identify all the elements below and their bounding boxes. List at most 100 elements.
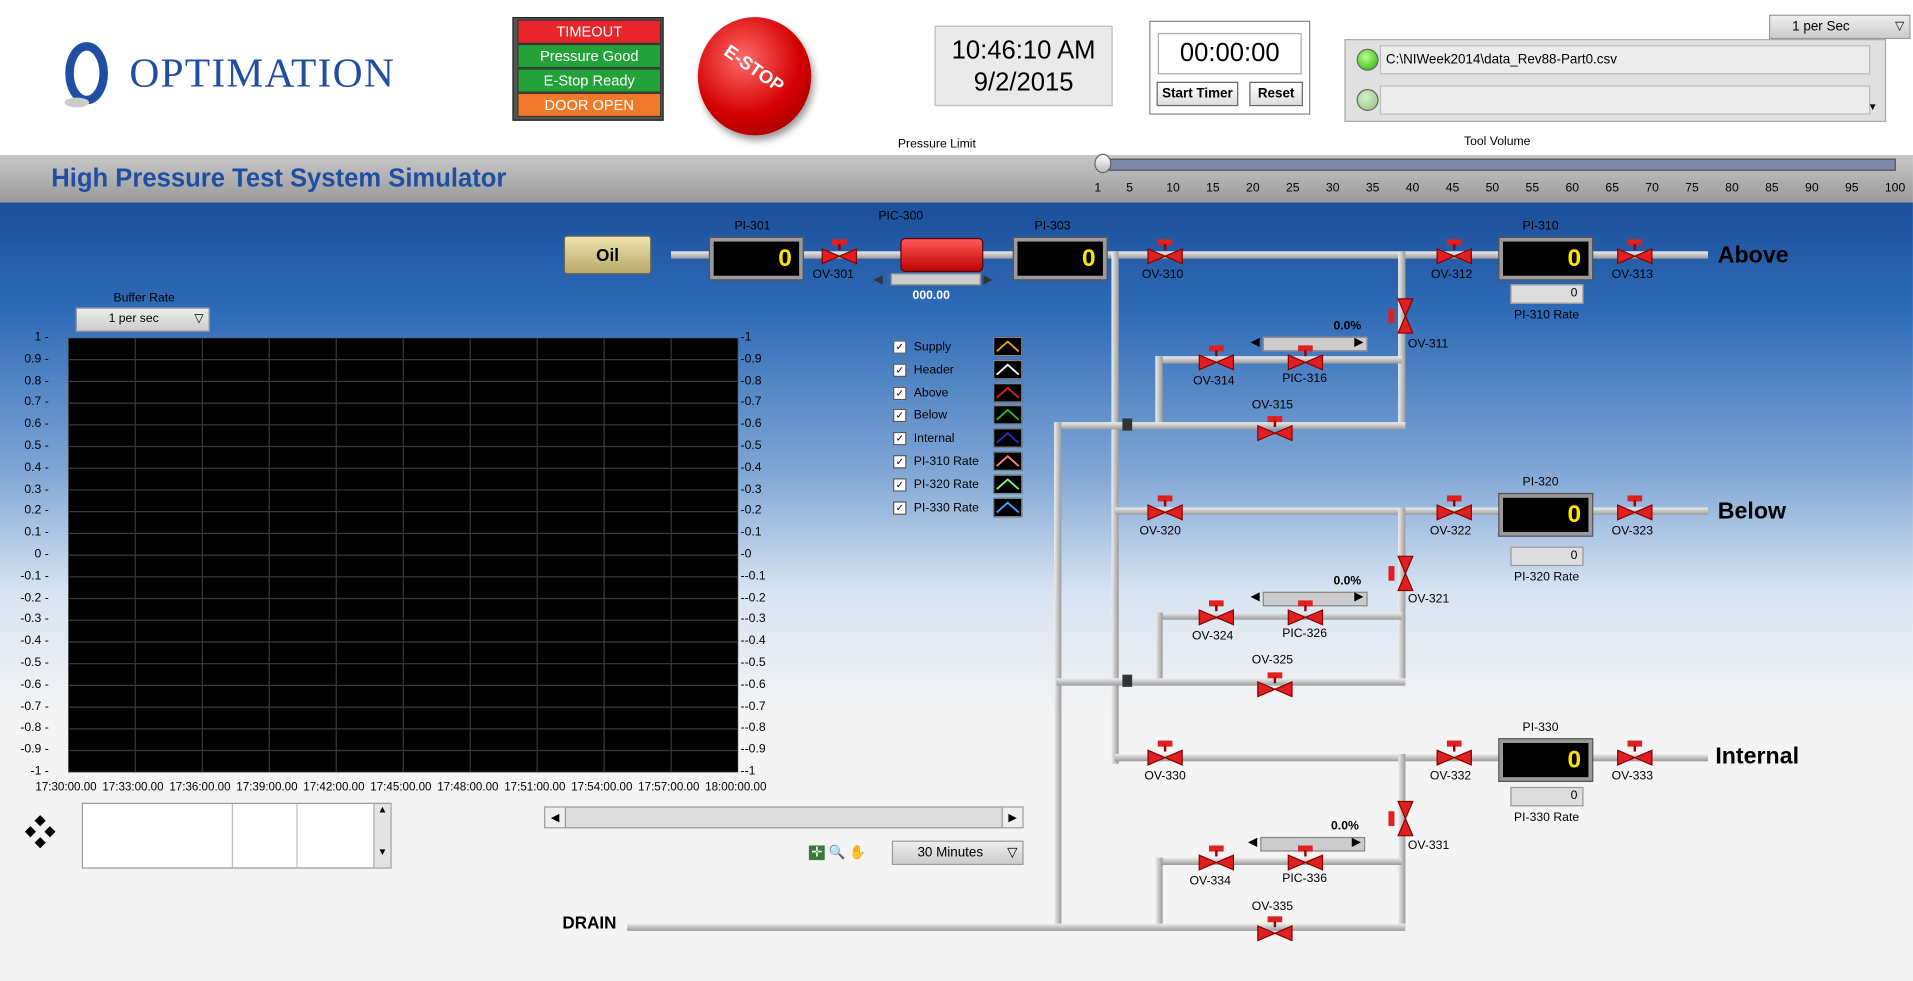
checkbox-icon[interactable]: ✓ (893, 432, 907, 446)
ov311-label: OV-311 (1407, 337, 1449, 352)
zoom-tool-icon[interactable]: 🔍 (828, 845, 846, 861)
cursor-tool-icon[interactable]: ✛ (808, 845, 825, 860)
legend-label: Supply (913, 340, 952, 354)
start-timer-button[interactable]: Start Timer (1156, 81, 1239, 107)
reset-button[interactable]: Reset (1249, 81, 1303, 107)
scroll-left-icon[interactable]: ◀ (545, 807, 567, 828)
legend-swatch[interactable] (993, 336, 1023, 357)
tool-volume-tick: 65 (1605, 181, 1619, 196)
pipe (627, 923, 1406, 931)
legend-item[interactable]: ✓Above (893, 386, 948, 400)
legend-swatch[interactable] (993, 405, 1023, 426)
tool-volume-tick: 55 (1525, 181, 1540, 196)
legend-item[interactable]: ✓Header (893, 363, 954, 377)
pic300-dec-icon[interactable]: ◀ (873, 273, 883, 287)
ov334-valve-icon[interactable] (1198, 845, 1235, 872)
pic336-slider[interactable] (1260, 836, 1366, 852)
ov320-label: OV-320 (1139, 524, 1181, 539)
file-path-field-2[interactable] (1379, 85, 1871, 115)
pic300-inc-icon[interactable]: ▶ (983, 273, 993, 287)
pic326-valve-icon[interactable] (1287, 600, 1324, 627)
checkbox-icon[interactable]: ✓ (893, 363, 907, 377)
pic336-dec-icon[interactable]: ◀ (1248, 835, 1258, 850)
checkbox-icon[interactable]: ✓ (893, 500, 907, 515)
ov312-valve-icon[interactable] (1436, 239, 1473, 266)
scroll-up-icon[interactable]: ▲ (377, 803, 388, 815)
y-tick-label: 0.6 - (24, 417, 49, 431)
estop-button[interactable] (697, 17, 812, 136)
file-path-field[interactable]: C:\NIWeek2014\data_Rev88-Part0.csv (1379, 45, 1871, 75)
tool-volume-tick: 95 (1844, 181, 1859, 196)
legend-item[interactable]: ✓ Internal (893, 432, 954, 446)
chart-scrollbar[interactable]: ◀ ▶ (544, 806, 1024, 829)
legend-swatch[interactable] (993, 382, 1023, 403)
ov314-valve-icon[interactable] (1198, 345, 1235, 372)
legend-item[interactable]: ✓PI-330 Rate (893, 500, 979, 515)
pi330-label: PI-330 (1522, 721, 1559, 735)
pic316-valve-icon[interactable] (1287, 345, 1324, 372)
pipe (1155, 612, 1402, 620)
log-rate-select[interactable]: 1 per Sec ▽ (1769, 14, 1911, 40)
chart-plot-area[interactable] (67, 337, 739, 773)
ov333-valve-icon[interactable] (1617, 740, 1654, 768)
ov310-valve-icon[interactable] (1147, 239, 1184, 266)
timespan-select[interactable]: 30 Minutes ▽ (891, 840, 1024, 865)
y-tick-label-right: -0.3 (740, 482, 762, 497)
legend-item[interactable]: ✓Below (893, 409, 947, 423)
cursor-table-scrollbar[interactable]: ▲▼ (373, 803, 391, 868)
pic336-valve-icon[interactable] (1287, 845, 1324, 872)
ov301-valve-icon[interactable] (821, 239, 858, 266)
pic336-inc-icon[interactable]: ▶ (1351, 835, 1362, 850)
checkbox-icon[interactable]: ✓ (893, 340, 907, 354)
legend-swatch[interactable] (993, 428, 1023, 448)
pic326-inc-icon[interactable]: ▶ (1354, 590, 1364, 604)
ov332-valve-icon[interactable] (1436, 740, 1473, 768)
legend-swatch[interactable] (993, 359, 1023, 380)
pi303-display: 0 (1012, 236, 1108, 281)
pan-cursor-icon[interactable]: ◆◆ ◆◆ (24, 811, 56, 851)
ov330-valve-icon[interactable] (1147, 740, 1184, 768)
pic300-regulator-icon[interactable] (900, 237, 984, 273)
tool-volume-slider-thumb[interactable] (1094, 153, 1112, 174)
scroll-right-icon[interactable]: ▶ (1001, 807, 1023, 828)
pic316-dec-icon[interactable]: ◀ (1250, 335, 1260, 349)
pic326-dec-icon[interactable]: ◀ (1250, 590, 1260, 604)
pipe (1155, 857, 1402, 865)
checkbox-icon[interactable]: ✓ (893, 477, 907, 492)
pic326-slider[interactable] (1262, 591, 1368, 607)
checkbox-icon[interactable]: ✓ (893, 455, 907, 469)
legend-label: Internal (913, 432, 955, 446)
chevron-down-icon: ▽ (194, 312, 204, 326)
pan-tool-icon[interactable]: ✋ (849, 845, 866, 861)
ov335-valve-icon[interactable] (1257, 916, 1294, 943)
ov315-valve-icon[interactable] (1257, 416, 1294, 443)
pipe (1054, 422, 1062, 928)
ov311-valve-icon[interactable] (1388, 298, 1415, 335)
ov324-valve-icon[interactable] (1198, 600, 1235, 627)
cursor-table[interactable]: ▲▼ (81, 802, 392, 869)
ov331-valve-icon[interactable] (1388, 800, 1415, 837)
ov320-valve-icon[interactable] (1147, 495, 1184, 522)
ov323-valve-icon[interactable] (1617, 495, 1654, 522)
buffer-rate-select[interactable]: 1 per sec ▽ (75, 307, 210, 332)
checkbox-icon[interactable]: ✓ (893, 386, 907, 400)
ov322-valve-icon[interactable] (1436, 495, 1473, 522)
legend-swatch[interactable] (993, 474, 1023, 494)
pic316-slider[interactable] (1262, 336, 1368, 352)
legend-swatch[interactable] (993, 451, 1023, 471)
scroll-down-icon[interactable]: ▼ (377, 846, 388, 858)
oil-button[interactable]: Oil (563, 235, 652, 275)
tool-volume-slider-track[interactable] (1100, 158, 1896, 171)
ov321-valve-icon[interactable] (1388, 555, 1415, 592)
ov313-valve-icon[interactable] (1617, 239, 1654, 266)
ov325-valve-icon[interactable] (1257, 672, 1294, 699)
legend-item[interactable]: ✓PI-310 Rate (893, 455, 979, 469)
checkbox-icon[interactable]: ✓ (893, 409, 907, 423)
legend-item[interactable]: ✓ Supply (893, 340, 951, 354)
pic300-slider[interactable] (890, 273, 981, 286)
pipe (1115, 507, 1708, 515)
legend-swatch[interactable] (993, 497, 1023, 517)
legend-item[interactable]: ✓PI-320 Rate (893, 477, 979, 492)
scroll-down-icon[interactable]: ▼ (1867, 101, 1878, 113)
pic316-inc-icon[interactable]: ▶ (1354, 335, 1364, 349)
